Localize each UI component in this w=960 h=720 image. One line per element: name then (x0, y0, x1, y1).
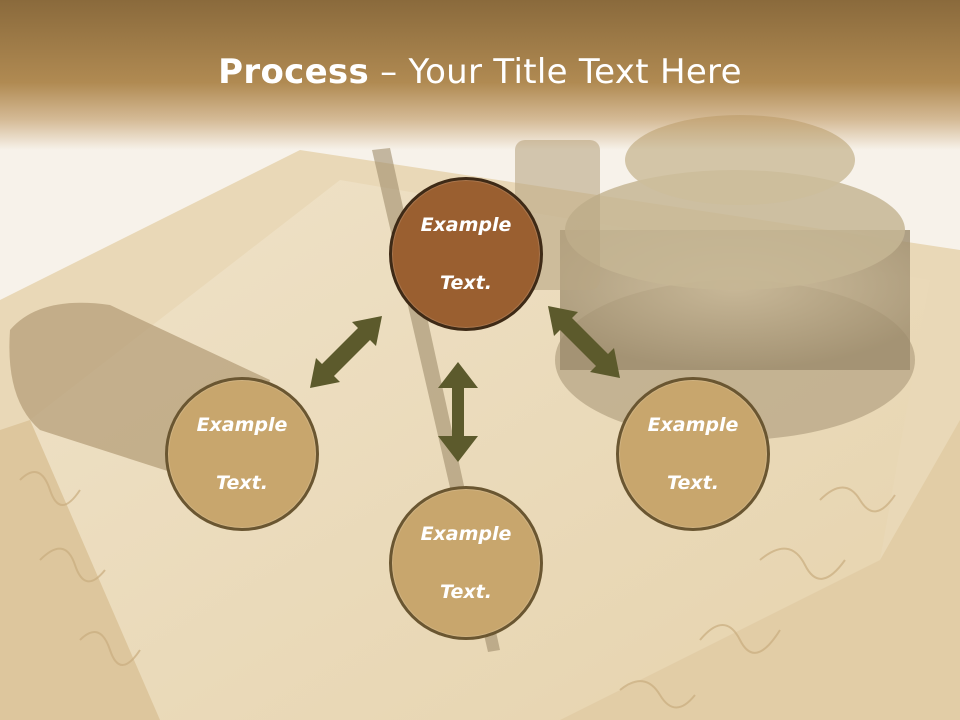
left-diagonal-double-arrow (310, 316, 382, 388)
circle-left-line2: Text. (216, 471, 268, 494)
circle-bottom-line1: Example (420, 522, 512, 545)
vertical-double-arrow (438, 362, 478, 462)
circle-left-line1: Example (196, 413, 288, 436)
circle-top-line1: Example (420, 213, 512, 236)
slide-title-bold: Process (218, 52, 370, 92)
circle-right-line2: Text. (667, 471, 719, 494)
circle-top-line2: Text. (440, 271, 492, 294)
right-diagonal-double-arrow (548, 306, 620, 378)
slide-title-rest: – Your Title Text Here (369, 52, 742, 92)
circle-bottom-line2: Text. (440, 580, 492, 603)
slide-title: Process – Your Title Text Here (0, 52, 960, 92)
circle-right-line1: Example (647, 413, 739, 436)
title-bar (0, 0, 960, 150)
